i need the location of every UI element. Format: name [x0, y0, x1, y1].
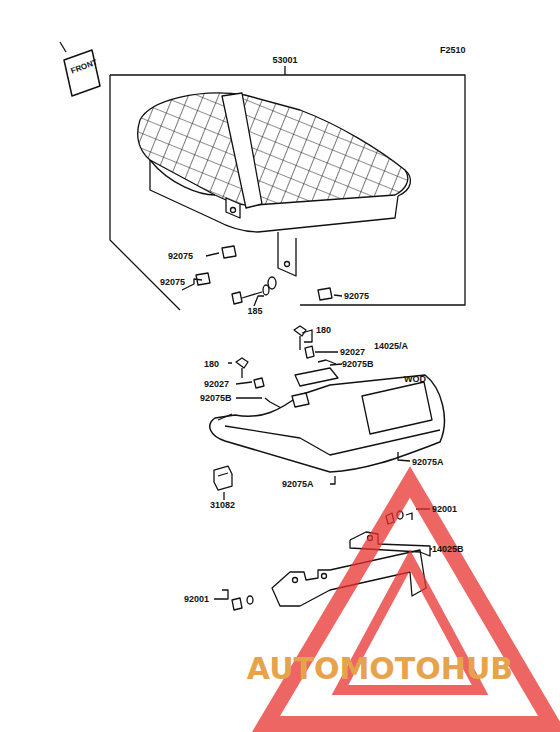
bolt: [232, 598, 242, 610]
part-number: 92075A: [412, 458, 444, 467]
clip-part: [222, 246, 236, 258]
part-number: 92075: [160, 278, 185, 287]
part-number: 92027: [204, 380, 229, 389]
part-number: 92075A: [282, 480, 314, 489]
leader-line: [284, 66, 285, 75]
part-number: 92075B: [342, 360, 374, 369]
grommet: [254, 378, 264, 388]
watermark-triangle: [266, 482, 552, 724]
clip-part: [318, 288, 332, 300]
part-number: 92075B: [200, 394, 232, 403]
part-number: 180: [204, 360, 219, 369]
part-number: 14025B: [432, 545, 464, 554]
washer: [406, 513, 412, 520]
leader-line: [182, 253, 342, 306]
leader-line: [228, 363, 262, 398]
leader-line: [223, 492, 224, 500]
assembly-box: [110, 75, 465, 310]
part-number: 92075: [168, 252, 193, 261]
screw: [236, 358, 248, 378]
screw: [294, 326, 306, 350]
part-number: 92075: [344, 292, 369, 301]
part-number: 92001: [184, 595, 209, 604]
figure-number: F2510: [440, 46, 466, 55]
part-number: 31082: [210, 501, 235, 510]
part-number: 180: [316, 326, 331, 335]
part-number: 185: [247, 307, 262, 316]
part-number: 92027: [340, 348, 365, 357]
leader-line: [330, 452, 410, 484]
direction-label: FRONT: [70, 59, 99, 76]
part-number: 92001: [432, 505, 457, 514]
front-arrow-tip: [60, 42, 66, 52]
leader-line: [302, 330, 342, 365]
color-code: WOD: [404, 375, 426, 384]
part-number: 53001: [272, 56, 297, 65]
seat: [138, 93, 411, 276]
grommet: [305, 346, 314, 358]
washer: [247, 596, 253, 604]
spacer: [318, 360, 336, 364]
clip-part: [214, 466, 232, 490]
watermark: AUTOMOTOHUB: [247, 654, 513, 684]
tail-cowl: [210, 368, 445, 472]
part-number: 14025/A: [374, 342, 408, 351]
front-arrow: [64, 50, 100, 96]
washer: [268, 277, 276, 289]
